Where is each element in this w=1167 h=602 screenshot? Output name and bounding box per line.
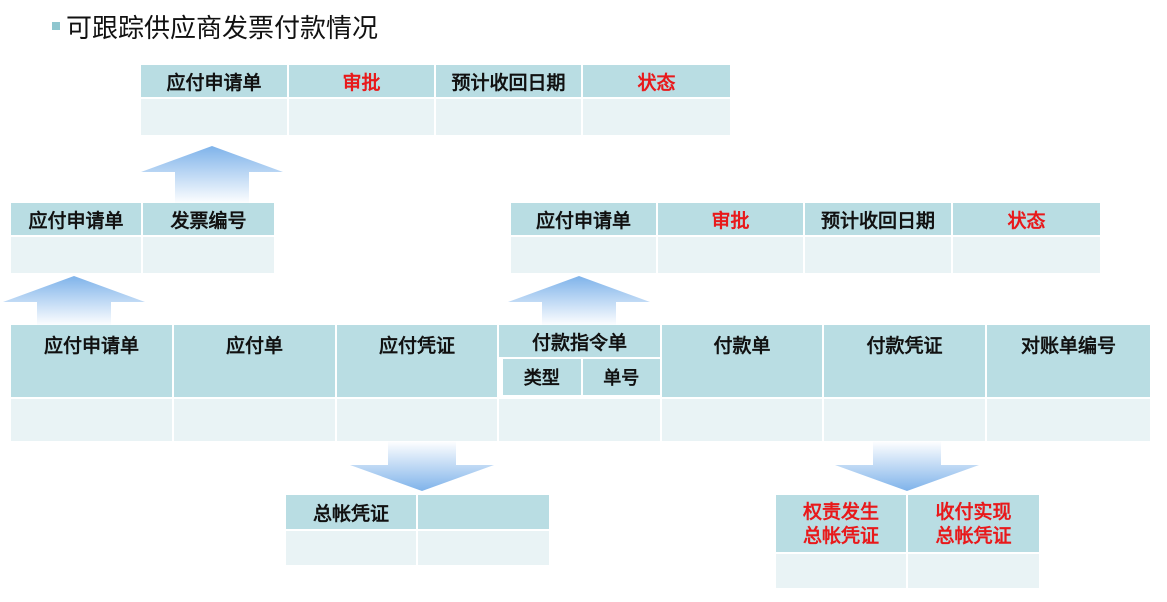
- mid-approval-table: 应付申请单 审批 预计收回日期 状态: [511, 203, 1100, 273]
- top-approval-table: 应付申请单 审批 预计收回日期 状态: [141, 65, 730, 135]
- accrual-header: 权责发生 总帐凭证: [776, 495, 908, 552]
- down-arrow-icon: [350, 441, 494, 491]
- gl-empty-cell: [286, 531, 418, 565]
- main-empty-cell: [174, 399, 337, 441]
- main-empty-cell: [987, 399, 1150, 441]
- main-header-payment-voucher: 付款凭证: [824, 325, 987, 397]
- cash-basis-header: 收付实现 总帐凭证: [908, 495, 1039, 552]
- main-header-payment-order-label: 付款指令单: [531, 331, 627, 354]
- main-empty-cell: [824, 399, 987, 441]
- page-title-text: 可跟踪供应商发票付款情况: [66, 13, 379, 44]
- invoice-header-invoice-no: 发票编号: [143, 203, 274, 235]
- invoice-table: 应付申请单 发票编号: [11, 203, 274, 273]
- top-empty-cell: [583, 99, 730, 135]
- main-empty-cell: [499, 399, 662, 441]
- accrual-empty-cell: [908, 554, 1039, 588]
- top-header-application: 应付申请单: [141, 65, 289, 97]
- top-header-expected-date: 预计收回日期: [436, 65, 583, 97]
- up-arrow-icon: [3, 276, 145, 326]
- main-header-application: 应付申请单: [11, 325, 174, 397]
- main-header-payment-order-title: 付款指令单: [499, 325, 660, 359]
- main-header-payment-order: 付款指令单 类型 单号: [499, 325, 662, 397]
- up-arrow-icon: [141, 146, 283, 204]
- main-header-payment-label: 付款单: [713, 335, 771, 357]
- main-document-table: 应付申请单 应付单 应付凭证 付款指令单 类型 单号 付款单 付款凭证 对账单编…: [11, 325, 1150, 441]
- main-header-payment-voucher-label: 付款凭证: [866, 335, 943, 357]
- bullet-icon: [52, 22, 60, 30]
- subheader-type: 类型: [503, 359, 581, 395]
- top-empty-cell: [436, 99, 583, 135]
- subheader-number: 单号: [582, 359, 660, 395]
- accrual-empty-cell: [776, 554, 908, 588]
- mid-empty-cell: [805, 237, 953, 273]
- gl-empty-cell: [418, 531, 549, 565]
- top-empty-cell: [141, 99, 289, 135]
- payment-order-subheader-row: 类型 单号: [499, 359, 660, 397]
- top-header-status: 状态: [583, 65, 730, 97]
- mid-empty-cell: [511, 237, 658, 273]
- mid-header-expected-date: 预计收回日期: [805, 203, 953, 235]
- main-empty-cell: [337, 399, 499, 441]
- accrual-cash-table: 权责发生 总帐凭证 收付实现 总帐凭证: [776, 495, 1039, 588]
- page-title: 可跟踪供应商发票付款情况: [52, 6, 378, 46]
- top-empty-cell: [289, 99, 436, 135]
- main-header-payment: 付款单: [662, 325, 824, 397]
- mid-header-application: 应付申请单: [511, 203, 658, 235]
- main-header-payable-label: 应付单: [225, 335, 283, 357]
- mid-empty-cell: [953, 237, 1100, 273]
- main-empty-cell: [11, 399, 174, 441]
- main-header-payable-voucher: 应付凭证: [337, 325, 499, 397]
- gl-header-blank: [418, 495, 549, 529]
- main-header-statement-no-label: 对账单编号: [1020, 335, 1116, 357]
- mid-header-approval: 审批: [658, 203, 805, 235]
- main-header-payable: 应付单: [174, 325, 337, 397]
- top-header-approval: 审批: [289, 65, 436, 97]
- main-header-statement-no: 对账单编号: [987, 325, 1150, 397]
- down-arrow-icon: [835, 441, 979, 491]
- mid-empty-cell: [658, 237, 805, 273]
- main-empty-cell: [662, 399, 824, 441]
- gl-voucher-table: 总帐凭证: [286, 495, 549, 565]
- main-header-application-label: 应付申请单: [43, 335, 139, 357]
- main-header-payable-voucher-label: 应付凭证: [378, 335, 455, 357]
- gl-header-voucher: 总帐凭证: [286, 495, 418, 529]
- invoice-header-application: 应付申请单: [11, 203, 143, 235]
- up-arrow-icon: [508, 276, 650, 326]
- mid-header-status: 状态: [953, 203, 1100, 235]
- invoice-empty-cell: [11, 237, 143, 273]
- invoice-empty-cell: [143, 237, 274, 273]
